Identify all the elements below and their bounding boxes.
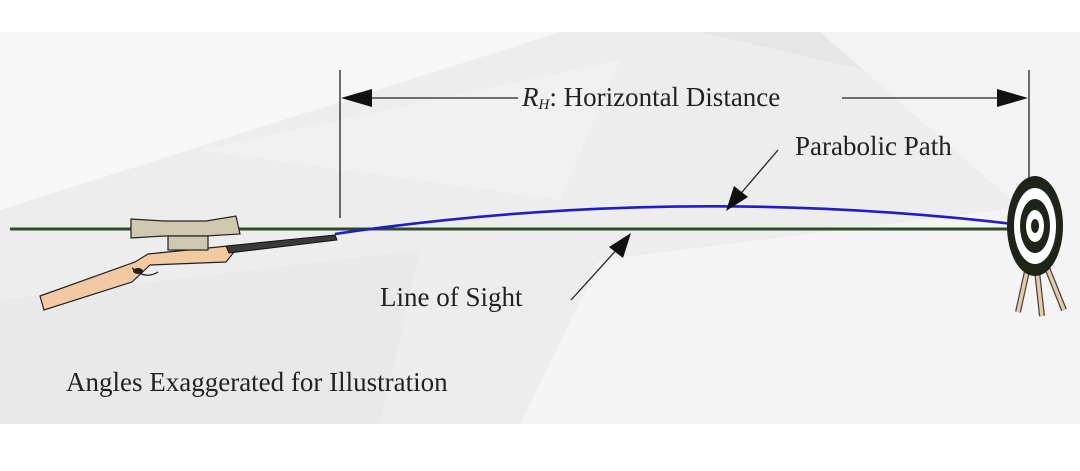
- archery-target-icon: [1007, 176, 1067, 317]
- line-of-sight-label: Line of Sight: [380, 282, 523, 312]
- parabolic-path: [334, 205, 1031, 236]
- horizontal-distance-label: RH: Horizontal Distance: [521, 82, 780, 113]
- horizontal-distance-arrow: [341, 89, 1028, 107]
- line-of-sight-pointer: [570, 233, 631, 301]
- caption: Angles Exaggerated for Illustration: [66, 367, 448, 397]
- parabolic-path-pointer: [726, 149, 779, 211]
- parabolic-path-label: Parabolic Path: [795, 131, 952, 161]
- rifle-icon: [39, 215, 338, 311]
